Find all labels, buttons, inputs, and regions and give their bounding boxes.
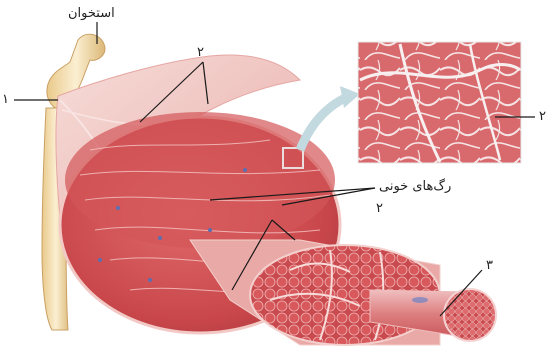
- bone-label: استخوان: [68, 7, 115, 20]
- blood-vessels-label: رگ‌های خونی: [379, 180, 451, 193]
- tendon-number-label: ۱: [2, 93, 9, 106]
- micrograph-inset: [358, 42, 521, 163]
- connective-tissue-label-right: ۲: [539, 110, 546, 123]
- zoom-arrow: [300, 98, 345, 150]
- connective-tissue-label-mid: ۲: [376, 202, 383, 215]
- connective-tissue-label-top: ۲: [197, 46, 204, 59]
- fiber-number-label: ۳: [486, 259, 493, 272]
